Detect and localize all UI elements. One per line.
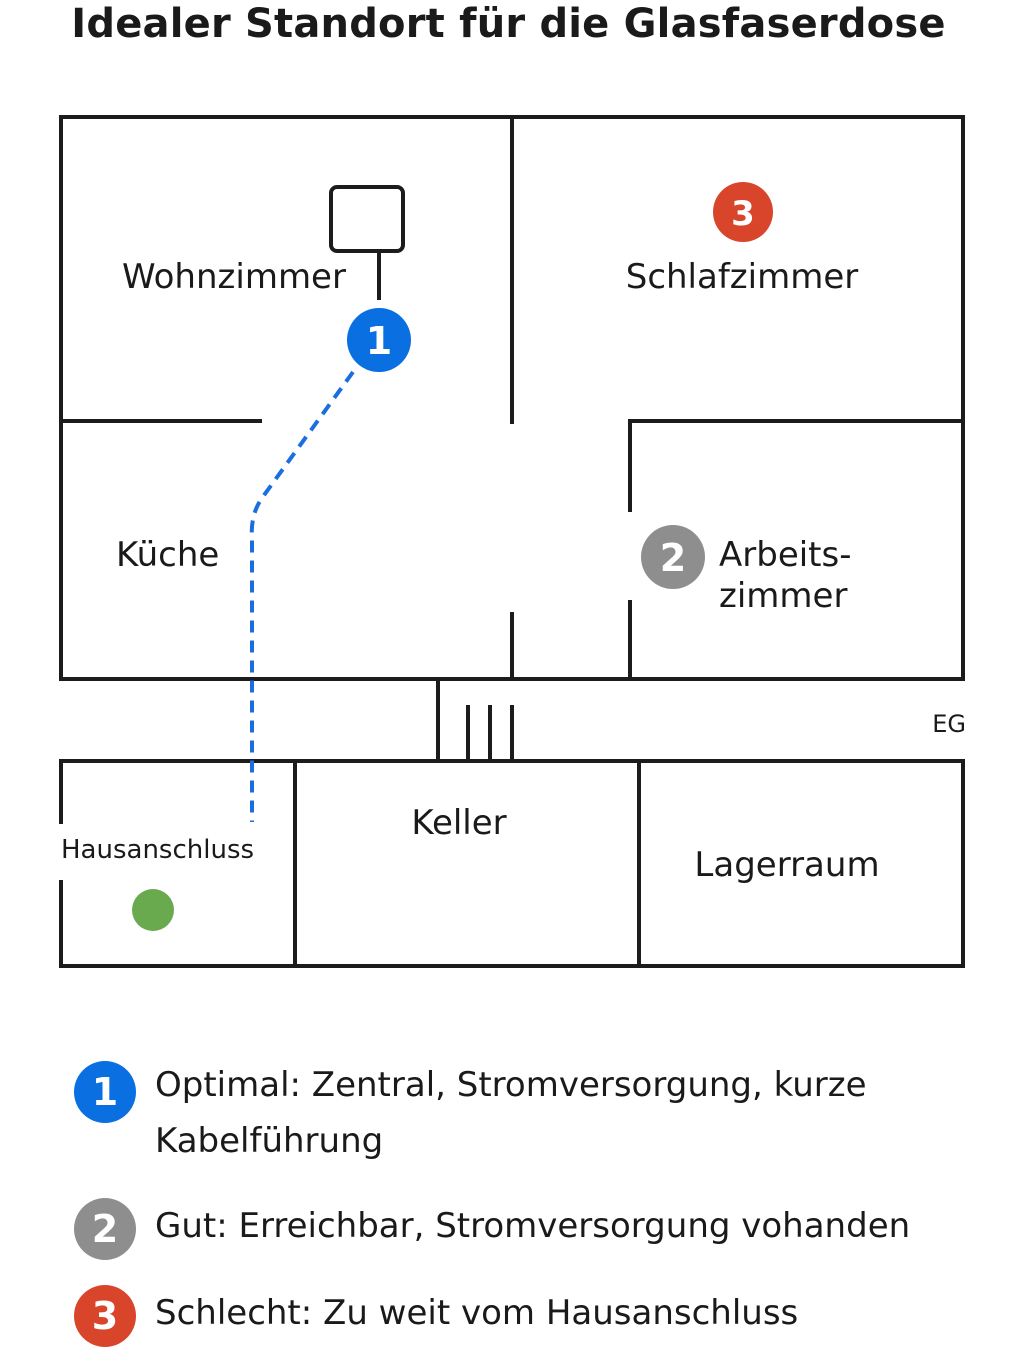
floor-plan: 1 3 2 Wohnzimmer Schlafzimmer Küche Arbe… — [59, 115, 966, 968]
marker-optimal: 1 — [347, 308, 411, 372]
hausanschluss-dot — [132, 889, 174, 931]
page-title: Idealer Standort für die Glasfaserdose — [71, 1, 946, 47]
room-label-kueche: Küche — [116, 535, 219, 575]
marker-bad-circle — [713, 182, 773, 242]
legend-badge-good: 2 — [74, 1198, 136, 1260]
room-label-wohnzimmer: Wohnzimmer — [122, 257, 346, 297]
legend-text-bad: Schlecht: Zu weit vom Hausanschluss — [155, 1293, 799, 1333]
stairs — [436, 679, 514, 760]
room-label-lagerraum: Lagerraum — [694, 845, 879, 885]
eg-walls — [59, 115, 965, 681]
marker-optimal-circle — [347, 308, 411, 372]
marker-bad-number: 3 — [731, 194, 755, 234]
marker-good-circle — [641, 525, 705, 589]
marker-bad: 3 — [713, 182, 773, 242]
room-label-keller: Keller — [411, 803, 506, 843]
legend-text-optimal: Optimal: Zentral, Stromversorgung, kurze… — [155, 1065, 867, 1161]
floor-label-eg: EG — [932, 710, 966, 738]
legend-text-good: Gut: Erreichbar, Stromversorgung vohande… — [155, 1206, 911, 1246]
legend-badge-bad: 3 — [74, 1285, 136, 1347]
basement-walls — [59, 759, 965, 968]
room-label-arbeitszimmer-2: zimmer — [719, 576, 847, 616]
cable-route — [249, 370, 355, 822]
marker-good: 2 — [641, 525, 705, 589]
room-label-hausanschluss: Hausanschluss — [61, 835, 254, 865]
legend-badge-optimal: 1 — [74, 1061, 136, 1123]
room-label-schlafzimmer: Schlafzimmer — [626, 257, 859, 297]
room-label-arbeitszimmer-1: Arbeits- — [719, 535, 852, 575]
marker-good-number: 2 — [660, 536, 686, 580]
marker-optimal-number: 1 — [366, 319, 392, 363]
fiber-socket-icon — [329, 185, 405, 253]
